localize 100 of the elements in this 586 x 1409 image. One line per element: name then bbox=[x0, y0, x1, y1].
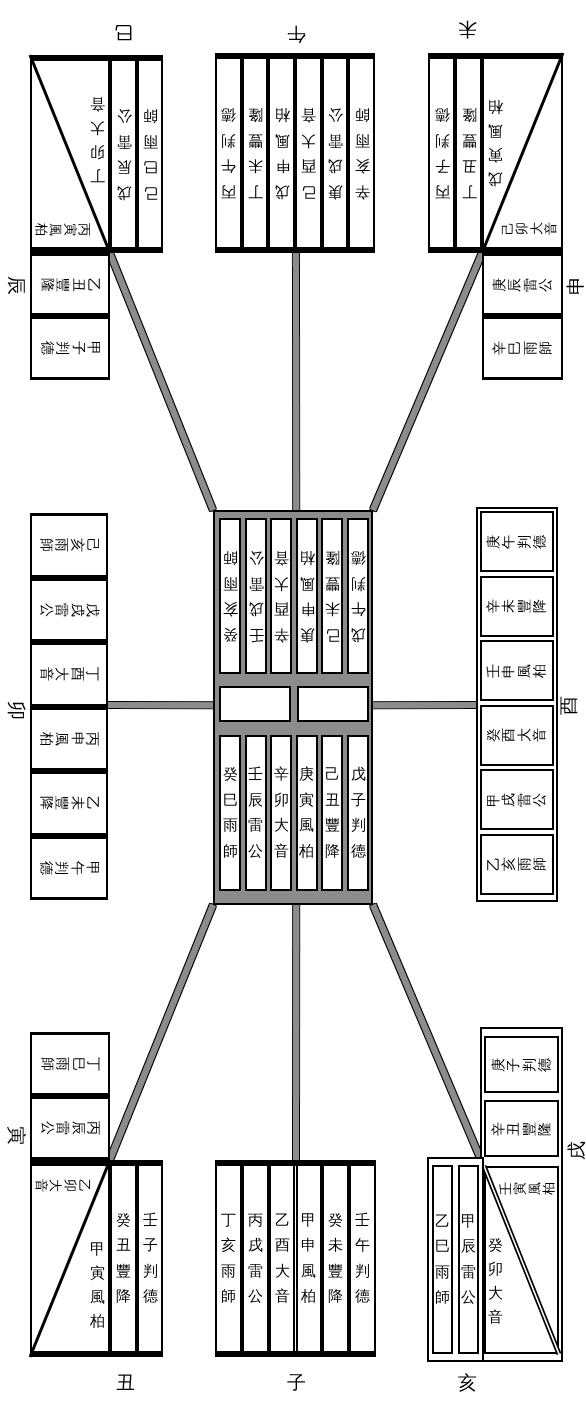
cell-text: 庚戌雷公 bbox=[327, 105, 343, 203]
cell-text: 丁酉大音 bbox=[38, 667, 100, 682]
cell-text: 戊辰雷公 bbox=[116, 106, 131, 204]
cell-text: 己卯大音 bbox=[501, 221, 559, 235]
cell-text: 庚寅風柏 bbox=[299, 764, 315, 862]
group-label: 寅 bbox=[6, 1125, 28, 1145]
table-cell bbox=[30, 577, 108, 642]
table-cell bbox=[244, 518, 267, 674]
table-cell bbox=[480, 704, 554, 766]
table-cell bbox=[482, 316, 563, 380]
cell-text: 乙亥雨師 bbox=[486, 857, 548, 871]
table-cell bbox=[30, 253, 110, 316]
table-cell bbox=[270, 735, 293, 891]
cell-text: 乙未豐降 bbox=[38, 796, 100, 811]
cell-text: 壬子判德 bbox=[142, 1209, 158, 1307]
cell-text: 乙巳雨師 bbox=[435, 1210, 450, 1308]
cell-text: 丁卯大音 bbox=[89, 94, 105, 187]
table-cell bbox=[30, 835, 108, 900]
table-cell bbox=[458, 1165, 479, 1354]
group-label: 亥 bbox=[457, 1371, 477, 1393]
table-cell bbox=[480, 769, 554, 830]
cell-text: 丙申風柏 bbox=[38, 731, 100, 746]
cell-text: 丁亥雨師 bbox=[220, 1209, 236, 1307]
table-cell bbox=[347, 735, 369, 891]
cell-text: 己未豐隆 bbox=[324, 548, 340, 646]
cell-text: 辛酉大音 bbox=[273, 548, 289, 646]
cell-text: 庚子判德 bbox=[490, 1057, 553, 1072]
cell-text: 癸亥雨師 bbox=[222, 548, 238, 646]
cell-text: 丙辰雷公 bbox=[39, 1121, 101, 1135]
cell-text: 丁巳雨師 bbox=[39, 1057, 101, 1071]
cell-text: 癸未豐降 bbox=[328, 1209, 344, 1307]
cell-text: 癸酉大音 bbox=[486, 728, 548, 742]
group-label: 酉 bbox=[557, 695, 579, 715]
table-cell bbox=[30, 642, 108, 707]
table-cell bbox=[30, 513, 108, 578]
table-cell bbox=[480, 511, 554, 572]
table-cell bbox=[480, 575, 554, 637]
cell-text: 庚辰雷公 bbox=[491, 277, 554, 292]
cell-text: 丙午判德 bbox=[220, 105, 236, 203]
cell-text: 丁未豐隆 bbox=[247, 105, 263, 203]
cell-text: 甲子判德 bbox=[39, 341, 101, 355]
cell-text: 壬辰雷公 bbox=[248, 764, 264, 862]
table-cell bbox=[484, 1100, 559, 1157]
cell-text: 辛亥雨師 bbox=[354, 105, 370, 203]
table-cell bbox=[480, 640, 554, 701]
table-cell bbox=[219, 518, 241, 674]
table-cell bbox=[482, 253, 563, 316]
cell-text: 壬午判德 bbox=[355, 1209, 371, 1307]
connector-band bbox=[373, 701, 476, 709]
cell-text: 壬寅風柏 bbox=[499, 1181, 557, 1195]
cell-text: 丙戌雷公 bbox=[247, 1209, 263, 1307]
table-cell bbox=[480, 833, 554, 895]
cell-text: 甲寅風柏 bbox=[89, 1239, 105, 1332]
group-label: 辰 bbox=[6, 275, 28, 295]
table-cell bbox=[30, 316, 110, 380]
connector-band bbox=[293, 905, 300, 1160]
table-cell bbox=[432, 1165, 453, 1354]
group-label: 巳 bbox=[113, 22, 133, 44]
cell-text: 丙寅風柏 bbox=[33, 222, 91, 236]
cell-text: 戊寅風柏 bbox=[487, 97, 503, 190]
table-cell bbox=[270, 518, 293, 674]
table-cell bbox=[295, 518, 318, 674]
table-cell bbox=[244, 735, 267, 891]
table-cell bbox=[295, 735, 318, 891]
cell-text: 庚午判德 bbox=[486, 534, 548, 549]
cell-text: 甲申風柏 bbox=[301, 1209, 317, 1307]
table-cell bbox=[30, 1032, 110, 1096]
cell-text: 己巳雨師 bbox=[142, 106, 158, 204]
cell-text: 甲戌雷公 bbox=[486, 792, 548, 807]
cell-text: 辛卯大音 bbox=[273, 764, 289, 862]
cell-text: 己酉大音 bbox=[300, 105, 316, 203]
table-cell bbox=[484, 1036, 559, 1093]
cell-text: 辛未豐降 bbox=[486, 599, 548, 613]
cell-text: 庚申風柏 bbox=[299, 548, 315, 646]
group-label: 申 bbox=[564, 275, 586, 295]
group-label: 丑 bbox=[115, 1371, 135, 1393]
cell-text: 辛巳雨師 bbox=[491, 341, 554, 355]
empty-cell bbox=[297, 686, 369, 722]
cell-text: 乙丑豐隆 bbox=[39, 277, 101, 292]
cell-text: 辛丑豐隆 bbox=[490, 1121, 553, 1136]
group-label: 戌 bbox=[565, 1140, 586, 1160]
table-cell bbox=[321, 735, 344, 891]
group-label: 子 bbox=[286, 1371, 306, 1393]
table-cell bbox=[219, 735, 241, 891]
cell-text: 己丑豐降 bbox=[324, 764, 340, 862]
connector-band bbox=[292, 253, 300, 510]
cell-text: 癸丑豐降 bbox=[116, 1209, 131, 1307]
cell-text: 戊子判德 bbox=[350, 764, 366, 862]
cell-text: 丁丑豐隆 bbox=[461, 105, 476, 203]
table-cell bbox=[347, 518, 369, 674]
cell-text: 癸巳雨師 bbox=[222, 764, 238, 862]
table-cell bbox=[30, 771, 108, 836]
group-label: 未 bbox=[457, 19, 477, 41]
cell-text: 壬戌雷公 bbox=[248, 548, 264, 646]
table-cell bbox=[30, 706, 108, 771]
table-cell bbox=[321, 518, 344, 674]
cell-text: 戊戌雷公 bbox=[38, 602, 100, 617]
cell-text: 乙卯大音 bbox=[33, 1178, 91, 1192]
cell-text: 己亥雨師 bbox=[38, 538, 100, 553]
cell-text: 丙子判德 bbox=[434, 105, 449, 203]
